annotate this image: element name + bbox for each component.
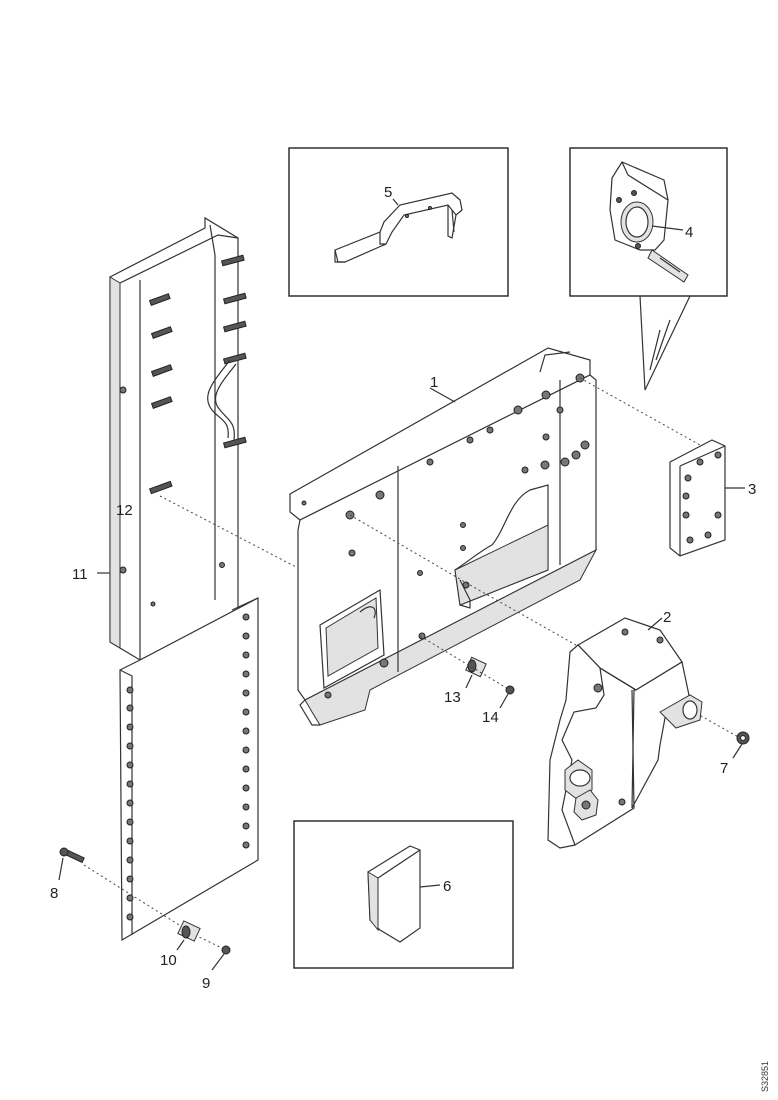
assembly-line-1-13 <box>349 514 471 586</box>
callout-12: 12 <box>116 502 133 519</box>
part-3-cover-plate <box>669 439 726 557</box>
part-1-mounting-plate <box>289 347 598 726</box>
part-11-upper-channel <box>109 216 247 661</box>
callout-11: 11 <box>72 566 88 583</box>
assembly-line-8-9 <box>83 864 196 936</box>
leader-13 <box>465 674 473 689</box>
part-14-nut <box>505 685 515 695</box>
callout-14: 14 <box>482 709 499 726</box>
leader-5 <box>392 198 399 206</box>
inset-box-part-5: 5 <box>288 147 509 297</box>
leader-8 <box>58 857 64 881</box>
leader-9 <box>211 953 225 971</box>
part-2-angle-bracket <box>547 617 703 849</box>
part-10-spacer <box>177 920 201 942</box>
callout-6: 6 <box>443 878 451 895</box>
part-6-pad <box>367 845 421 943</box>
callout-8: 8 <box>50 885 58 902</box>
leader-4 <box>651 225 684 231</box>
plate-holes <box>324 373 590 699</box>
callout-13: 13 <box>444 689 461 706</box>
callout-3: 3 <box>748 481 756 498</box>
figure-reference-id: S32851 <box>760 1061 770 1092</box>
callout-5: 5 <box>384 184 392 201</box>
inset-box-part-6: 6 <box>293 820 514 969</box>
assembly-line-1-3 <box>579 377 701 446</box>
part-5-bracket <box>334 192 463 263</box>
callout-1: 1 <box>430 374 438 391</box>
leader-7 <box>732 743 743 759</box>
callout-9: 9 <box>202 975 210 992</box>
leader-2 <box>647 617 663 631</box>
channel-studs <box>148 254 247 495</box>
part-7-nut <box>736 731 750 745</box>
callout-2: 2 <box>663 609 671 626</box>
callout-10: 10 <box>160 952 177 969</box>
part-13-spacer <box>465 656 487 678</box>
callout-4: 4 <box>685 224 693 241</box>
leader-14 <box>499 693 509 709</box>
detail-pointer <box>639 295 691 391</box>
part-8-screw <box>59 847 85 864</box>
rail-perforations <box>126 613 250 921</box>
assembly-line-12-1 <box>159 495 299 569</box>
leader-1 <box>429 387 456 403</box>
leader-6 <box>419 884 441 888</box>
callout-7: 7 <box>720 760 728 777</box>
inset-box-part-4: 4 <box>569 147 728 297</box>
part-9-nut <box>221 945 231 955</box>
leader-10 <box>176 939 185 951</box>
part-4-grommet-bracket <box>609 161 689 283</box>
lower-perforated-rail <box>119 597 259 942</box>
